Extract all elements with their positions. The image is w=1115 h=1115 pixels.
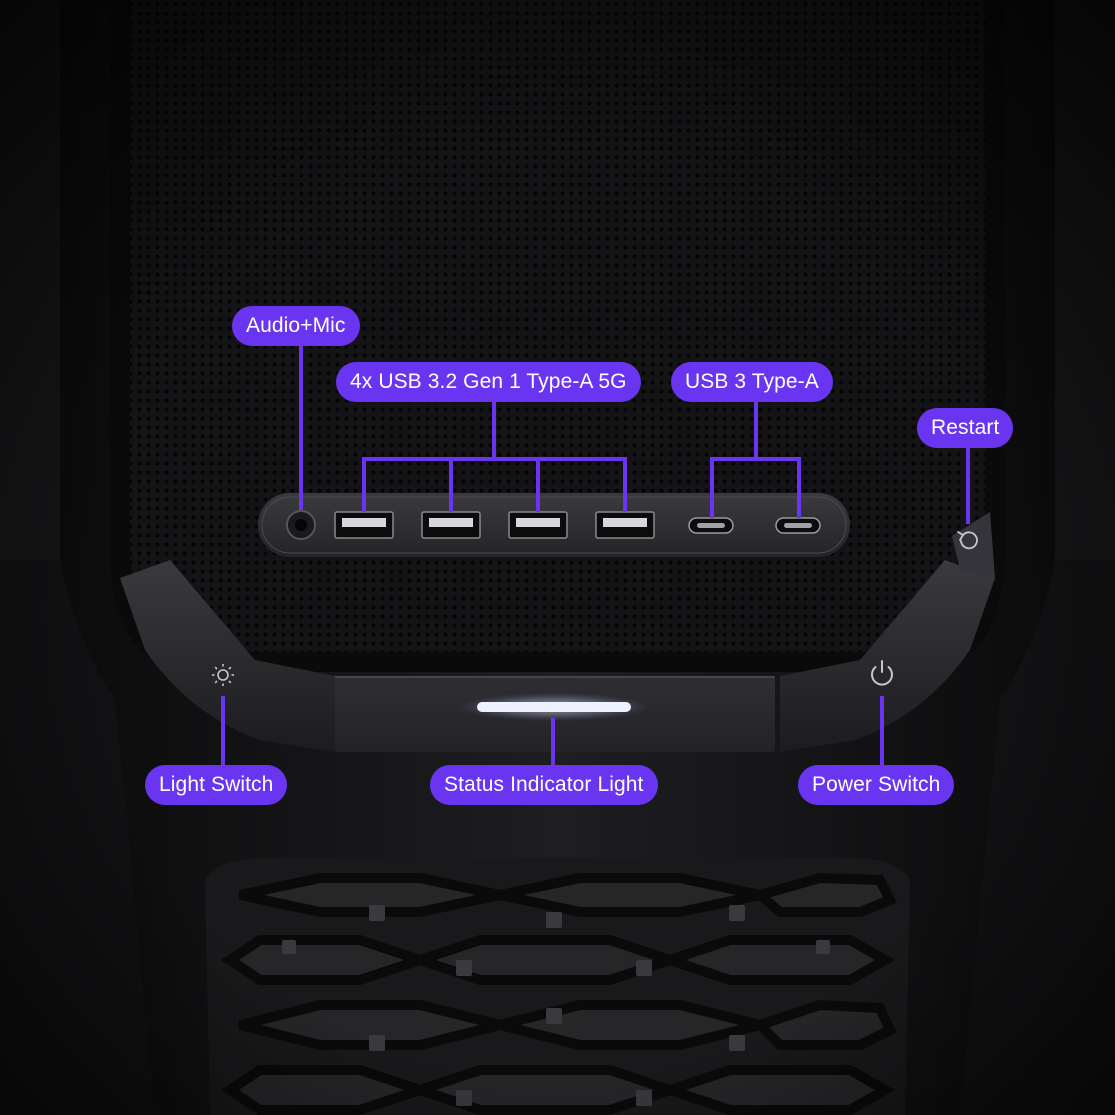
- usb-c-label: USB 3 Type-A: [671, 362, 833, 402]
- light-switch-label: Light Switch: [145, 765, 288, 805]
- audio-mic-label: Audio+Mic: [232, 306, 360, 346]
- status-light-label: Status Indicator Light: [430, 765, 658, 805]
- restart-label: Restart: [917, 408, 1014, 448]
- sun-icon: [212, 664, 234, 686]
- power-switch-label: Power Switch: [798, 765, 955, 805]
- usb-a-label: 4x USB 3.2 Gen 1 Type-A 5G: [336, 362, 641, 402]
- restart-icon: [957, 531, 978, 550]
- callout-lines: [221, 343, 970, 768]
- power-icon: [871, 660, 893, 686]
